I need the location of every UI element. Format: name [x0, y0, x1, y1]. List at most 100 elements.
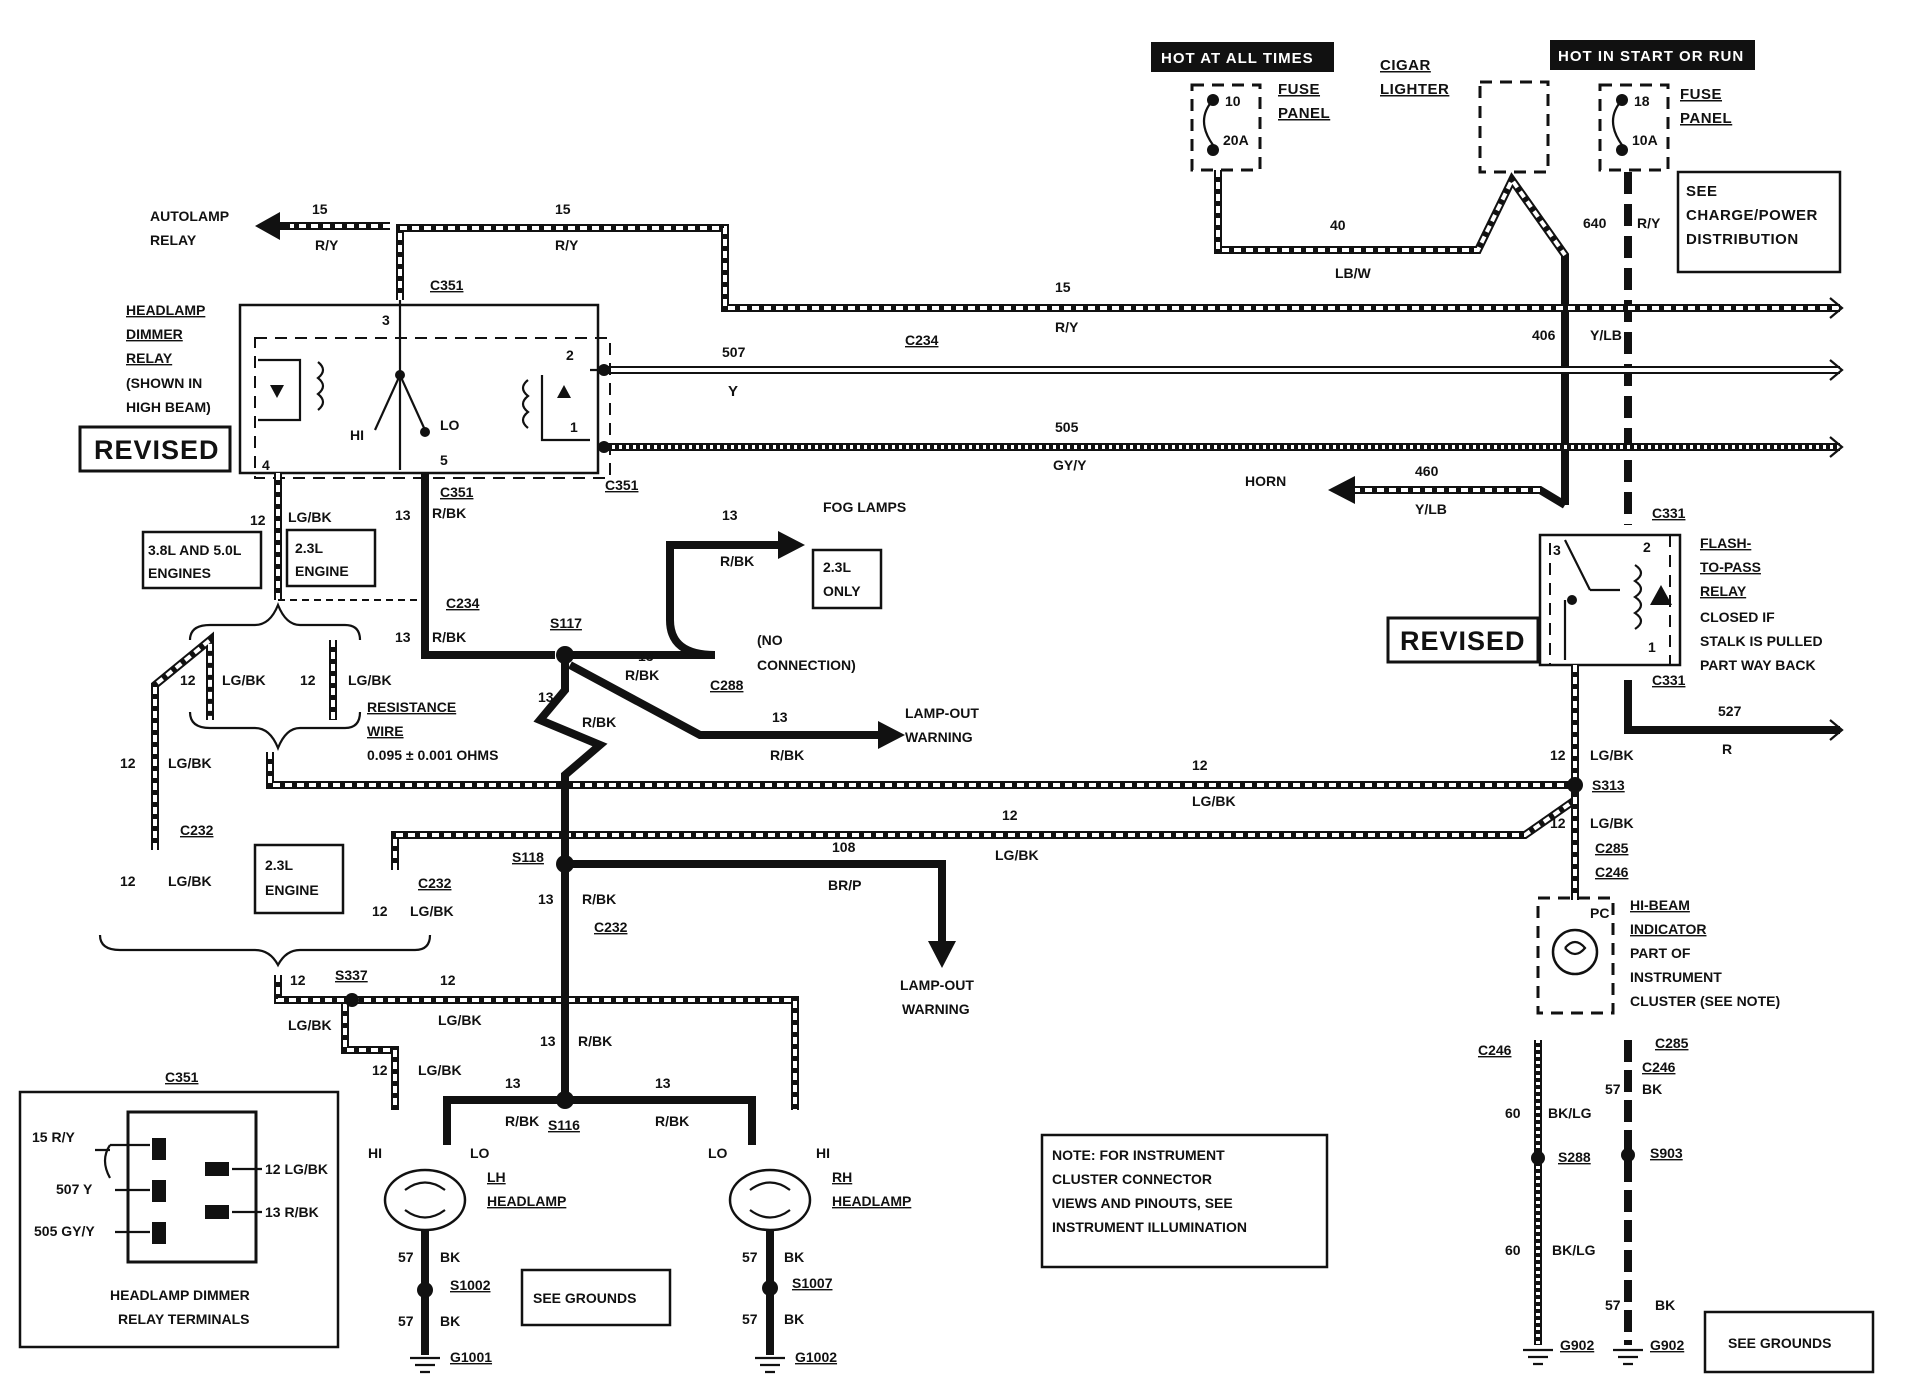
- wire-406-color: Y/LB: [1590, 327, 1622, 343]
- terminal-slot-505: [152, 1222, 166, 1244]
- relay-pin-1: 1: [570, 419, 578, 435]
- hi-beam-filament: [1564, 940, 1587, 956]
- flash-pin-1: 1: [1648, 639, 1656, 655]
- left-wire-12-color-2: LG/BK: [168, 873, 212, 889]
- ground-g902-label-a: G902: [1560, 1337, 1594, 1353]
- s313-top-number: 12: [1550, 747, 1566, 763]
- s337-right-color: LG/BK: [438, 1012, 482, 1028]
- dimmer-label-4: (SHOWN IN: [126, 375, 202, 391]
- fuse-a-terminal-bottom: [1207, 144, 1219, 156]
- s118-wire-color: R/BK: [582, 891, 616, 907]
- rh-lo-wire-color: R/BK: [655, 1113, 689, 1129]
- connector-c232-mid: C232: [418, 875, 452, 891]
- s337-left-color: LG/BK: [288, 1017, 332, 1033]
- wire-15-arrow: [1829, 297, 1844, 319]
- ground-g902-label-b: G902: [1650, 1337, 1684, 1353]
- wire-507-color: Y: [728, 383, 739, 400]
- relay-wire-12-color: LG/BK: [288, 509, 332, 525]
- flash-diode: [1650, 585, 1672, 605]
- revised-label-left: REVISED: [94, 435, 220, 465]
- power-section: HOT AT ALL TIMES HOT IN START OR RUN 10 …: [1151, 40, 1842, 525]
- wire-15-hatch: [398, 226, 1840, 310]
- connector-c285-right: C285: [1655, 1035, 1689, 1051]
- bk-color: BK: [1642, 1081, 1662, 1097]
- relay-pin-3: 3: [382, 312, 390, 328]
- relay-switch-arms: [373, 374, 427, 431]
- hot-in-start-label: HOT IN START OR RUN: [1558, 48, 1744, 65]
- wire-505-arrow: [1829, 436, 1844, 458]
- wire-12-lgbk-lower-hatch: [393, 798, 1577, 870]
- cigar-lighter-box: [1478, 80, 1550, 174]
- wire-15-top-color: R/Y: [555, 237, 579, 253]
- wire-15-mid-number: 15: [1055, 279, 1071, 295]
- autolamp-label-1: AUTOLAMP: [150, 208, 229, 224]
- c234-wire-13-color: R/BK: [432, 629, 466, 645]
- connector-c331-top: C331: [1652, 505, 1686, 521]
- hot-at-all-times-label: HOT AT ALL TIMES: [1161, 50, 1314, 67]
- terminal-leaders: [95, 1143, 262, 1234]
- relay-pivot: [395, 370, 405, 380]
- lh-gnd-color: BK: [440, 1249, 460, 1265]
- connector-c234-left: C234: [446, 595, 480, 611]
- fuse-b-terminal-bottom: [1616, 144, 1628, 156]
- hibeam-label-2: INDICATOR: [1630, 921, 1706, 937]
- splice-s1007-label: S1007: [792, 1275, 833, 1291]
- g1001-ground-icon: [410, 1356, 440, 1374]
- engine-23-bottom-text-1: 2.3L: [265, 857, 293, 873]
- branch-b-color: LG/BK: [348, 672, 392, 688]
- fuse-panel-b-label-2: PANEL: [1680, 110, 1732, 127]
- rh-headlamp-symbol: [728, 1168, 812, 1232]
- hibeam-label-1: HI-BEAM: [1630, 897, 1690, 913]
- center-wiring: 13 R/BK 13 R/BK FOG LAMPS 2.3L ONLY C288…: [368, 499, 1329, 1374]
- wire-108-brp: [565, 860, 946, 950]
- lh-headlamp-filaments: [404, 1181, 446, 1219]
- ground-g1001-label: G1001: [450, 1349, 492, 1365]
- splice-s903-label: S903: [1650, 1145, 1683, 1161]
- relay-terminal-505: [598, 441, 610, 453]
- wire-40-lbw: [1214, 170, 1569, 505]
- autolamp-arrow: [255, 212, 280, 240]
- flash-relay-inner: [1549, 534, 1671, 666]
- rh-gnd-number: 57: [742, 1249, 758, 1265]
- wire-527-number: 527: [1718, 703, 1742, 719]
- terminal-slot-13: [205, 1205, 229, 1219]
- lampout-1-wire-color: R/BK: [770, 747, 804, 763]
- terminal-block: [126, 1110, 258, 1264]
- wire-12-upper-number: 12: [1192, 757, 1208, 773]
- splice-s337: [345, 993, 359, 1007]
- lampout-1-arrow: [878, 721, 905, 749]
- autolamp-label-2: RELAY: [150, 232, 197, 248]
- hibeam-label-4: INSTRUMENT: [1630, 969, 1722, 985]
- wire-40-number: 40: [1330, 217, 1346, 233]
- zig-number: 13: [538, 689, 554, 705]
- mid-wire-12-number: 12: [372, 903, 388, 919]
- relay-pin-4: 4: [262, 457, 270, 473]
- splice-s118-label: S118: [512, 849, 544, 865]
- see-charge-box: [1676, 170, 1842, 274]
- wire-40-hatch: [1216, 170, 1567, 257]
- wire-505-number: 505: [1055, 419, 1079, 435]
- wire-108-number: 108: [832, 839, 856, 855]
- fuse-a-terminal-top: [1207, 94, 1219, 106]
- see-grounds-box-right: [1703, 1310, 1875, 1374]
- cigar-lighter-label-2: LIGHTER: [1380, 81, 1449, 98]
- relay-inner-box: [254, 337, 611, 479]
- wire-13-rbk-lh-lo: [443, 1096, 565, 1145]
- connector-c351-bottom: C351: [440, 484, 474, 500]
- left-wire-12-number-2: 12: [120, 873, 136, 889]
- engine-23-top-text-1: 2.3L: [295, 540, 323, 556]
- fuse-a-number: 10: [1225, 93, 1241, 109]
- splice-s313: [1567, 777, 1583, 793]
- connector-c288: C288: [710, 677, 744, 693]
- lampout-2-text-1: LAMP-OUT: [900, 977, 974, 993]
- fuse-panel-a-label-1: FUSE: [1278, 81, 1320, 98]
- note-box: [1040, 1133, 1329, 1269]
- splice-s313-label: S313: [1592, 777, 1625, 793]
- lampout-2-arrow: [928, 941, 956, 968]
- lh-hi-label: HI: [368, 1145, 382, 1161]
- hot-at-all-times-tag: [1151, 42, 1334, 72]
- terminal-label-507: 507 Y: [56, 1181, 93, 1197]
- lampout-1-text-2: WARNING: [905, 729, 973, 745]
- engine-23-box-top: [285, 528, 377, 588]
